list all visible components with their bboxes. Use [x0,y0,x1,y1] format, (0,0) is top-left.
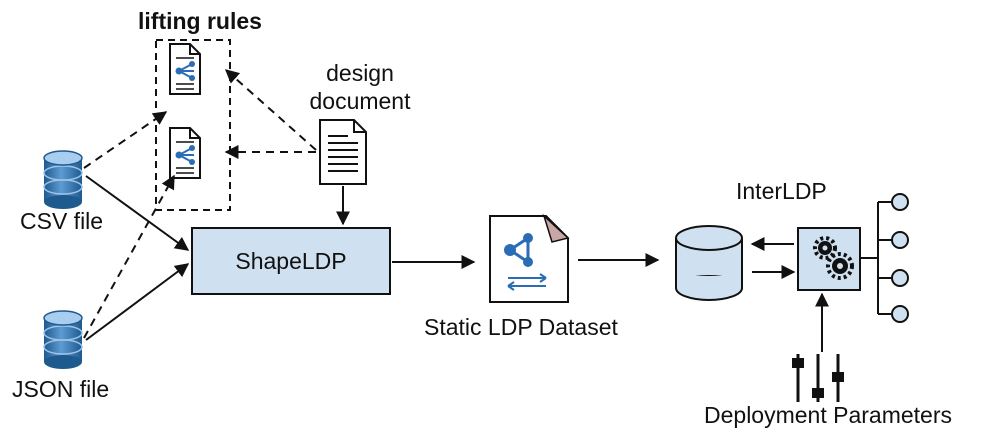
dataset-icon [489,213,570,303]
json-file-label: JSON file [12,376,110,402]
deployment-parameters-label: Deployment Parameters [704,402,952,428]
static-ldp-dataset-label: Static LDP Dataset [424,314,618,340]
lifting-rules-label: lifting rules [138,8,262,34]
dashed-arrows [83,69,317,339]
endpoint-icon [891,305,909,323]
rule-document-icon [169,127,201,179]
design-document-label-line2: document [309,88,411,114]
database-icon [43,310,83,369]
endpoint-icon [891,193,909,211]
gears-icon [813,236,854,280]
document-icon [319,119,367,185]
endpoint-icon [891,231,909,249]
sliders-icon [792,354,844,402]
endpoint-icon [891,269,909,287]
endpoints-connector [860,201,892,315]
shapeldp-box [191,227,391,295]
solid-arrows [85,175,829,352]
design-document-label-line1: design [326,60,394,86]
interldp-store-icon [675,225,743,301]
lifting-rules-container [155,39,231,211]
interldp-label: InterLDP [736,178,827,204]
database-icon [43,150,83,209]
csv-file-label: CSV file [20,208,104,234]
shapeldp-label: ShapeLDP [235,248,347,274]
rule-document-icon [169,43,201,95]
